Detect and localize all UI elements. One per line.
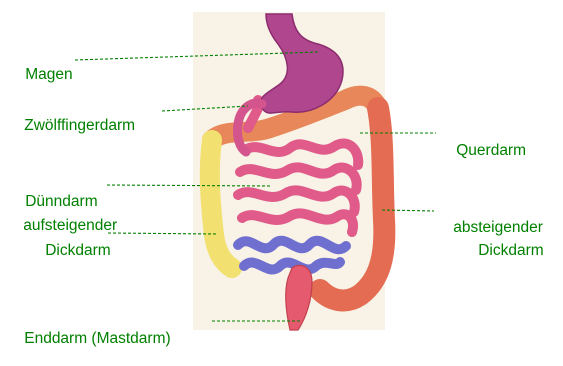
label-zwoelffingerdarm-text: Zwölffingerdarm [24, 117, 135, 134]
label-enddarm: Enddarm (Mastdarm) [7, 312, 171, 366]
label-absteigender-line2: Dickdarm [461, 224, 544, 278]
label-zwoelffingerdarm: Zwölffingerdarm [7, 99, 135, 153]
label-enddarm-text: Enddarm (Mastdarm) [24, 330, 170, 347]
label-magen-text: Magen [25, 66, 72, 83]
label-magen: Magen [8, 48, 73, 102]
label-absteigender-text-2: Dickdarm [478, 242, 543, 259]
label-aufsteigender-line2: Dickdarm [28, 224, 111, 278]
anatomy-diagram: Magen Zwölffingerdarm Querdarm Dünndarm … [0, 0, 563, 336]
label-aufsteigender-text-2: Dickdarm [45, 242, 110, 259]
label-querdarm: Querdarm [439, 124, 526, 178]
label-querdarm-text: Querdarm [456, 142, 526, 159]
